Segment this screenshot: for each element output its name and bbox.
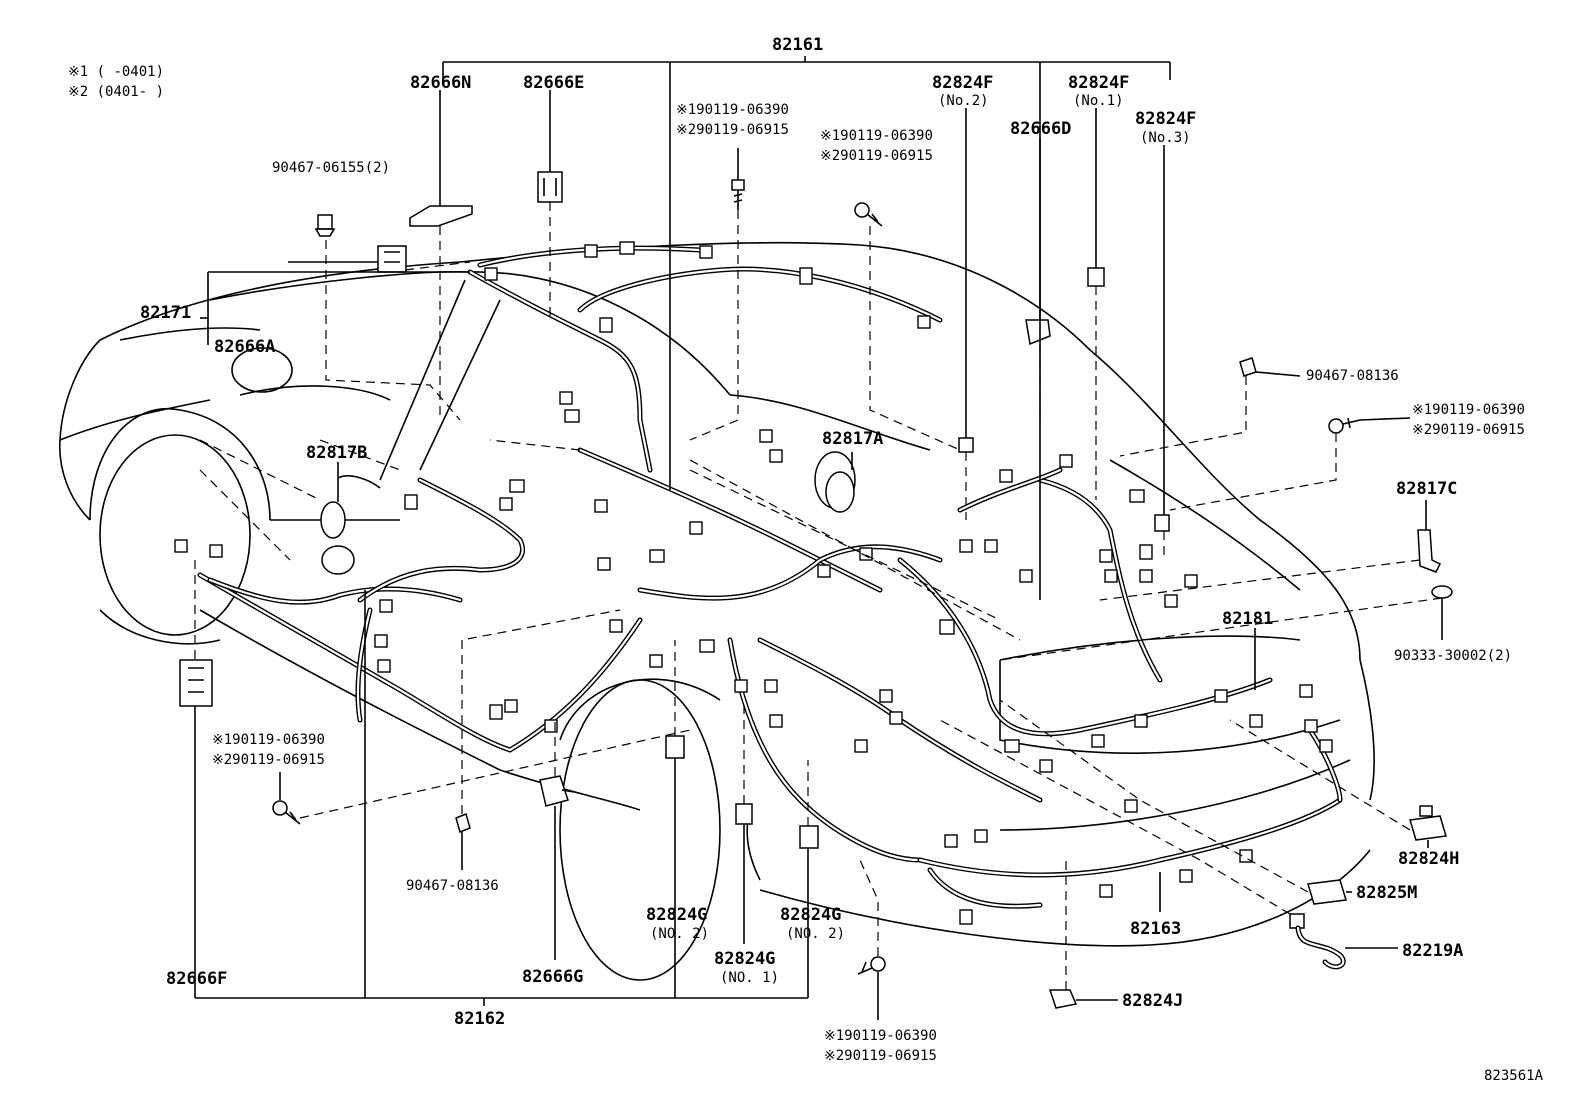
bolt-icon: [857, 956, 886, 975]
part-symbols: [179, 171, 1453, 1009]
clip-90467-08136-icon: [1239, 357, 1257, 377]
connector-82824F-no2-icon: [958, 437, 974, 453]
label-82817C: 82817C: [1396, 479, 1457, 499]
connector-82824G-no2-icon: [799, 825, 819, 849]
bracket-82666N-icon: [409, 205, 473, 227]
grommet-82817B-icon: [320, 475, 381, 575]
wire-harness-routes: [197, 245, 1343, 909]
label-90467-08136-left: 90467-08136: [406, 878, 499, 894]
label-82824F-no2-sub: (No.2): [938, 93, 989, 109]
clip-90467-06155-icon: [314, 214, 336, 237]
harness-82219A-icon: [1289, 913, 1346, 970]
label-82824G-a: 82824G: [646, 905, 707, 925]
grommet-82817A-icon: [814, 451, 856, 513]
clamp-82666E-icon: [537, 171, 563, 203]
bolt-icon: [854, 202, 883, 227]
bolt-c-1: ※190119-06390: [1412, 402, 1525, 418]
label-82666N: 82666N: [410, 73, 471, 93]
label-82817B: 82817B: [306, 443, 367, 463]
label-82666D: 82666D: [1010, 119, 1071, 139]
label-82824G-b: 82824G: [780, 905, 841, 925]
harness-connectors: [174, 241, 1333, 925]
label-82666A: 82666A: [214, 337, 275, 357]
bolt-d-2: ※290119-06915: [212, 752, 325, 768]
connector-82824G-no1-icon: [735, 803, 753, 825]
label-82817A: 82817A: [822, 429, 883, 449]
bolt-e-1: ※190119-06390: [824, 1028, 937, 1044]
part-labels: 82161 82666N 82666E 82824F (No.2) 82824F…: [140, 35, 1544, 1084]
label-82824F-no2: 82824F: [932, 73, 993, 93]
bolt-b-1: ※190119-06390: [820, 128, 933, 144]
clamp-82666A-icon: [377, 245, 407, 273]
label-82163: 82163: [1130, 919, 1181, 939]
bolt-d-1: ※190119-06390: [212, 732, 325, 748]
bolt-icon: [731, 179, 745, 210]
bolt-a-1: ※190119-06390: [676, 102, 789, 118]
notes: ※1 ( -0401) ※2 (0401- ): [68, 64, 164, 100]
clamp-82666F-icon: [179, 659, 213, 707]
label-82824H: 82824H: [1398, 849, 1459, 869]
connector-82824F-no3-icon: [1154, 514, 1170, 532]
dashed-location-lines: [194, 202, 1443, 990]
bolt-e-2: ※290119-06915: [824, 1048, 937, 1064]
connector-82824H-icon: [1409, 805, 1447, 841]
bolt-icon: [1328, 417, 1361, 434]
label-82824F-no3-sub: (No.3): [1140, 130, 1191, 146]
bolt-c-2: ※290119-06915: [1412, 422, 1525, 438]
bolt-a-2: ※290119-06915: [676, 122, 789, 138]
label-82666F: 82666F: [166, 969, 227, 989]
label-82219A: 82219A: [1402, 941, 1463, 961]
clip-90467-08136-icon: [455, 812, 471, 834]
bolt-icon: [272, 800, 301, 825]
label-90333-30002: 90333-30002(2): [1394, 648, 1512, 664]
label-82161: 82161: [772, 35, 823, 55]
label-82824G-b-sub: (NO. 2): [786, 926, 845, 942]
connector-82824G-no2-icon: [665, 735, 685, 759]
label-90467-06155: 90467-06155(2): [272, 160, 390, 176]
label-82162: 82162: [454, 1009, 505, 1029]
clamp-82666G-icon: [539, 775, 575, 807]
label-82824G-a-sub: (NO. 2): [650, 926, 709, 942]
clip-82666D-icon: [1025, 319, 1051, 346]
connector-82824J-icon: [1048, 989, 1078, 1009]
note-2: ※2 (0401- ): [68, 84, 164, 100]
bolt-b-2: ※290119-06915: [820, 148, 933, 164]
label-82666E: 82666E: [523, 73, 584, 93]
label-82171: 82171: [140, 303, 191, 323]
label-82824G-c: 82824G: [714, 949, 775, 969]
leader-lines: [194, 56, 1443, 1020]
label-82666G: 82666G: [522, 967, 583, 987]
label-82181: 82181: [1222, 609, 1273, 629]
label-82824F-no1-sub: (No.1): [1073, 93, 1124, 109]
plug-90333-30002-icon: [1431, 585, 1453, 599]
label-82825M: 82825M: [1356, 883, 1417, 903]
reference-code: 823561A: [1484, 1068, 1544, 1084]
connector-82825M-icon: [1307, 879, 1347, 905]
label-90467-08136-right: 90467-08136: [1306, 368, 1399, 384]
note-1: ※1 ( -0401): [68, 64, 164, 80]
label-82824G-c-sub: (NO. 1): [720, 970, 779, 986]
connector-82824F-no1-icon: [1087, 267, 1105, 287]
label-82824F-no1: 82824F: [1068, 73, 1129, 93]
label-82824F-no3: 82824F: [1135, 109, 1196, 129]
label-82824J: 82824J: [1122, 991, 1183, 1011]
clamp-82817C-icon: [1417, 529, 1442, 573]
